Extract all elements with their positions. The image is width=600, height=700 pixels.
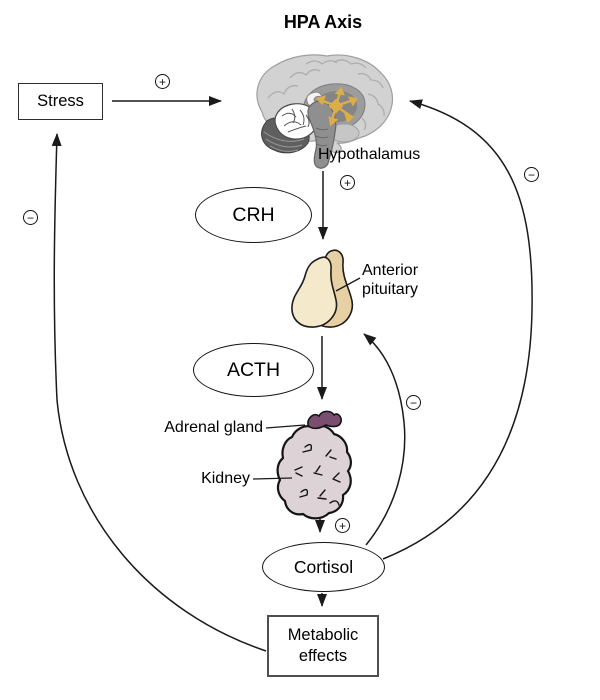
brain-illustration (256, 54, 394, 169)
minus-sign-feedback-to-pituitary: − (406, 395, 421, 410)
stress-label: Stress (37, 92, 84, 110)
pituitary-illustration (291, 249, 353, 328)
metabolic-effects-label: Metabolic effects (287, 626, 359, 665)
plus-sign-adrenal-to-cortisol: + (335, 518, 350, 533)
minus-sign-feedback-to-hypothalamus: − (524, 167, 539, 182)
cortisol-label: Cortisol (293, 556, 354, 577)
feedback-cortisol-to-brain (382, 99, 533, 560)
callout-line-adrenal-gland (265, 424, 306, 429)
anterior-pituitary-lobe (291, 256, 338, 328)
acth-oval: ACTH (193, 343, 314, 397)
brainstem-lines (315, 127, 329, 147)
adrenal-gland-cap (307, 410, 342, 430)
arbor-vitae (281, 108, 310, 133)
crh-oval: CRH (195, 187, 312, 243)
stress-box: Stress (18, 83, 103, 120)
crh-label: CRH (232, 203, 275, 226)
kidney-body (276, 424, 352, 520)
cerebellum-stripes (263, 131, 305, 152)
plus-sign-stress-to-hypothalamus: + (155, 74, 170, 89)
callout-line-anterior-pituitary (335, 277, 361, 292)
adrenal-gland-label: Adrenal gland (164, 419, 263, 436)
hypothalamus-highlight-icon (315, 86, 358, 127)
cortisol-oval: Cortisol (262, 542, 385, 592)
minus-sign-feedback-to-stress: − (23, 210, 38, 225)
kidney-texture-marks (294, 443, 341, 506)
kidney-illustration (276, 410, 352, 520)
feedback-cortisol-to-pituitary (363, 333, 406, 546)
hypothalamus-label: Hypothalamus (318, 146, 421, 163)
kidney-label: Kidney (201, 470, 250, 487)
metabolic-effects-box: Metabolic effects (267, 615, 379, 677)
acth-label: ACTH (226, 358, 281, 381)
diagram-title: HPA Axis (283, 12, 363, 32)
feedback-metabolic-to-stress (51, 133, 267, 652)
anterior-pituitary-label: Anterior pituitary (362, 262, 419, 298)
callout-line-kidney (252, 477, 293, 480)
plus-sign-hypothalamus-to-pituitary: + (340, 175, 355, 190)
